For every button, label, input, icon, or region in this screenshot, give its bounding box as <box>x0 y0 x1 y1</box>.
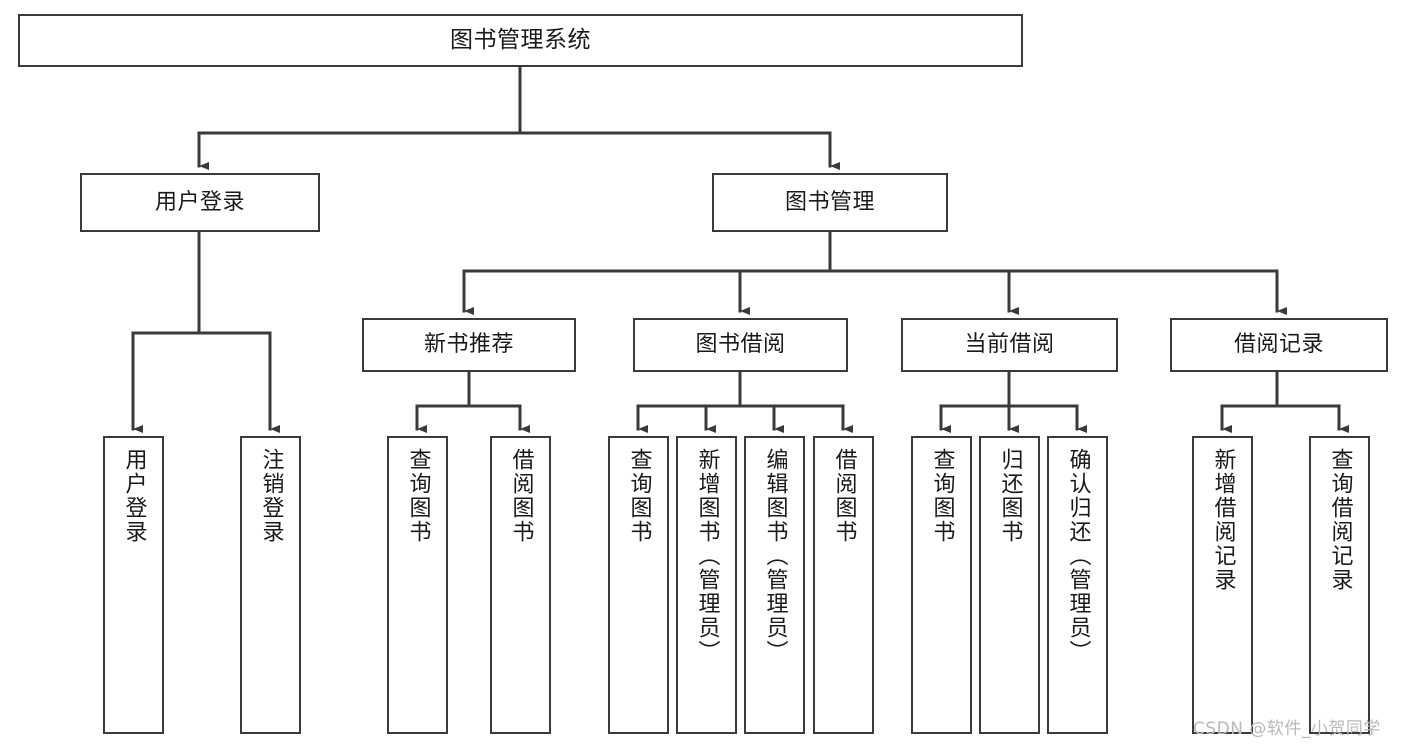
node-leaf-query-record[interactable]: 查询借阅记录 <box>1309 436 1370 734</box>
node-leaf-edit-book[interactable]: 编辑图书（管理员） <box>744 436 805 734</box>
node-leaf-add-book[interactable]: 新增图书（管理员） <box>676 436 737 734</box>
node-label: 查询图书 <box>929 448 955 544</box>
node-leaf-borrow-book-2[interactable]: 借阅图书 <box>813 436 874 734</box>
node-borrow-record[interactable]: 借阅记录 <box>1170 318 1388 372</box>
node-label: 新增图书（管理员） <box>694 448 720 664</box>
node-book-management-system[interactable]: 图书管理系统 <box>18 14 1023 67</box>
node-label: 当前借阅 <box>964 332 1055 358</box>
node-label: 新增借阅记录 <box>1210 448 1236 592</box>
node-book-management[interactable]: 图书管理 <box>712 173 948 232</box>
node-label: 查询借阅记录 <box>1327 448 1353 592</box>
node-label: 借阅图书 <box>508 448 534 544</box>
node-label: 注销登录 <box>258 448 284 544</box>
node-leaf-logout-login[interactable]: 注销登录 <box>240 436 301 734</box>
node-label: 查询图书 <box>405 448 431 544</box>
node-label: 图书管理系统 <box>450 26 591 53</box>
node-label: 用户登录 <box>154 189 245 215</box>
node-leaf-query-book-1[interactable]: 查询图书 <box>387 436 448 734</box>
node-new-book-recommend[interactable]: 新书推荐 <box>362 318 576 372</box>
node-leaf-query-book-2[interactable]: 查询图书 <box>608 436 669 734</box>
node-label: 新书推荐 <box>423 332 514 358</box>
node-label: 查询图书 <box>626 448 652 544</box>
node-label: 用户登录 <box>121 448 147 544</box>
node-leaf-user-login[interactable]: 用户登录 <box>103 436 164 734</box>
node-label: 编辑图书（管理员） <box>762 448 788 664</box>
node-leaf-add-record[interactable]: 新增借阅记录 <box>1192 436 1253 734</box>
node-label: 借阅记录 <box>1233 332 1324 358</box>
node-leaf-confirm-return[interactable]: 确认归还（管理员） <box>1047 436 1108 734</box>
node-leaf-return-book[interactable]: 归还图书 <box>979 436 1040 734</box>
node-user-login[interactable]: 用户登录 <box>80 173 320 232</box>
node-current-borrow[interactable]: 当前借阅 <box>901 318 1118 372</box>
node-label: 图书借阅 <box>695 332 786 358</box>
node-leaf-query-book-3[interactable]: 查询图书 <box>911 436 972 734</box>
node-label: 图书管理 <box>784 189 875 215</box>
node-label: 借阅图书 <box>831 448 857 544</box>
node-leaf-borrow-book-1[interactable]: 借阅图书 <box>490 436 551 734</box>
node-label: 归还图书 <box>997 448 1023 544</box>
node-book-borrow[interactable]: 图书借阅 <box>633 318 848 372</box>
node-label: 确认归还（管理员） <box>1065 448 1091 664</box>
